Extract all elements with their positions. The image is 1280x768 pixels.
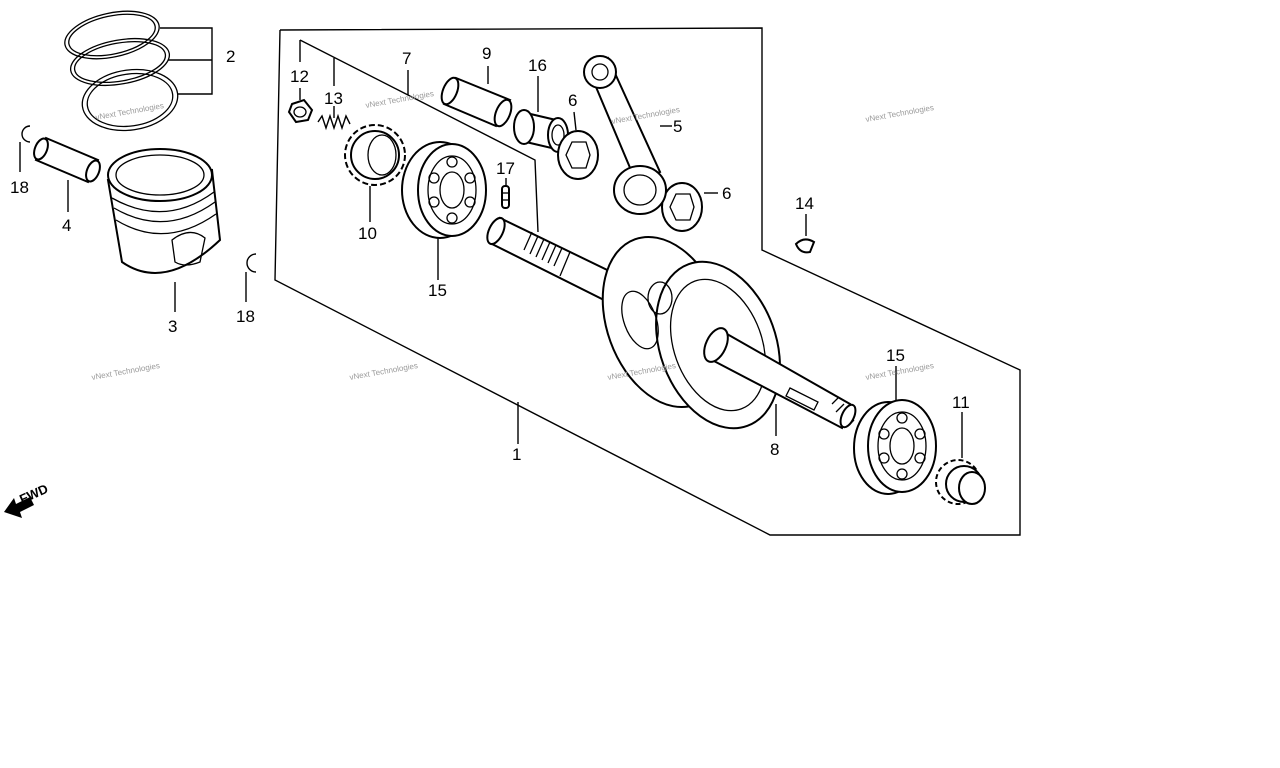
callout-5: 5 [673,117,682,136]
callout-11: 11 [952,393,970,412]
callout-6-lower: 6 [722,184,731,203]
watermark-text: vNext Technologies [349,361,419,382]
callout-15-left: 15 [428,281,447,300]
fwd-arrow-icon [4,497,34,518]
dowel-pin [501,178,510,209]
connecting-rod [583,55,672,215]
callout-10: 10 [358,224,377,243]
callout-4: 4 [62,216,71,235]
piston [106,148,222,312]
callout-3: 3 [168,317,177,336]
thrust-washer-upper [557,111,599,180]
crank-pin [440,66,513,128]
piston-rings [64,10,213,132]
thrust-washer-lower [661,182,718,232]
watermark-text: vNext Technologies [91,361,161,382]
fwd-label: FWD [17,481,50,507]
callout-8: 8 [770,440,779,459]
leader-7 [299,39,539,233]
piston-pin-clip-left [19,125,31,172]
callout-1: 1 [512,445,521,464]
callout-17: 17 [496,159,515,178]
drive-sprocket-collar [935,412,986,505]
watermark-text: vNext Technologies [865,103,935,124]
callout-15-right: 15 [886,346,905,365]
timing-gear [344,124,406,222]
callout-16: 16 [528,56,547,75]
callout-18-left: 18 [10,178,29,197]
callout-12: 12 [290,67,309,86]
forward-direction-indicator: FWD [4,481,50,518]
crankshaft [486,216,857,436]
callout-14: 14 [795,194,814,213]
piston-pin [33,136,101,212]
callout-13: 13 [324,89,343,108]
spring [317,106,351,131]
callout-7: 7 [402,49,411,68]
callout-2: 2 [226,47,235,66]
callout-18-right: 18 [236,307,255,326]
piston-pin-clip-right [245,253,257,302]
cap-nut [287,88,314,124]
callout-6-upper: 6 [568,91,577,110]
callout-labels: 1 2 3 4 5 6 6 7 8 9 10 11 12 13 14 15 15… [10,44,970,464]
woodruff-key [794,214,816,254]
callout-9: 9 [482,44,491,63]
needle-bearing [513,76,569,153]
ball-bearing-right [853,366,937,495]
ball-bearing-left [401,141,487,280]
crankshaft-assembly-outline [274,27,1021,536]
watermark-text: vNext Technologies [365,89,435,110]
